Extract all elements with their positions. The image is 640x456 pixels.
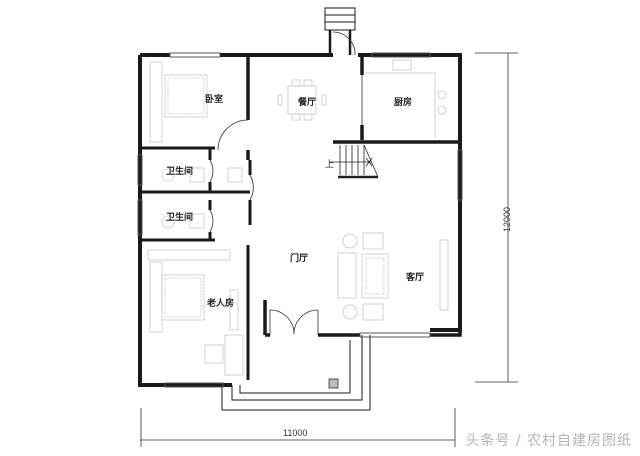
walls <box>138 7 462 411</box>
furniture <box>147 59 449 376</box>
stair-up-label: 上 <box>325 160 335 170</box>
doors <box>209 31 363 335</box>
room-label-dining: 餐厅 <box>298 98 317 108</box>
windows <box>137 52 463 388</box>
dimension-height: 12000 <box>502 206 512 232</box>
room-label-foyer: 门厅 <box>290 254 309 264</box>
room-label-bath-upper: 卫生间 <box>166 167 194 177</box>
room-label-kitchen: 厨房 <box>394 98 413 108</box>
dimension-width: 11000 <box>283 428 308 438</box>
dimension-lines <box>140 52 518 447</box>
room-label-living: 客厅 <box>406 273 425 283</box>
room-label-bath-lower: 卫生间 <box>166 213 194 223</box>
staircase <box>330 144 379 179</box>
room-label-bedroom: 卧室 <box>205 95 224 105</box>
watermark: 头条号 / 农村自建房图纸 <box>465 433 632 449</box>
room-label-elder-room: 老人房 <box>207 299 235 309</box>
